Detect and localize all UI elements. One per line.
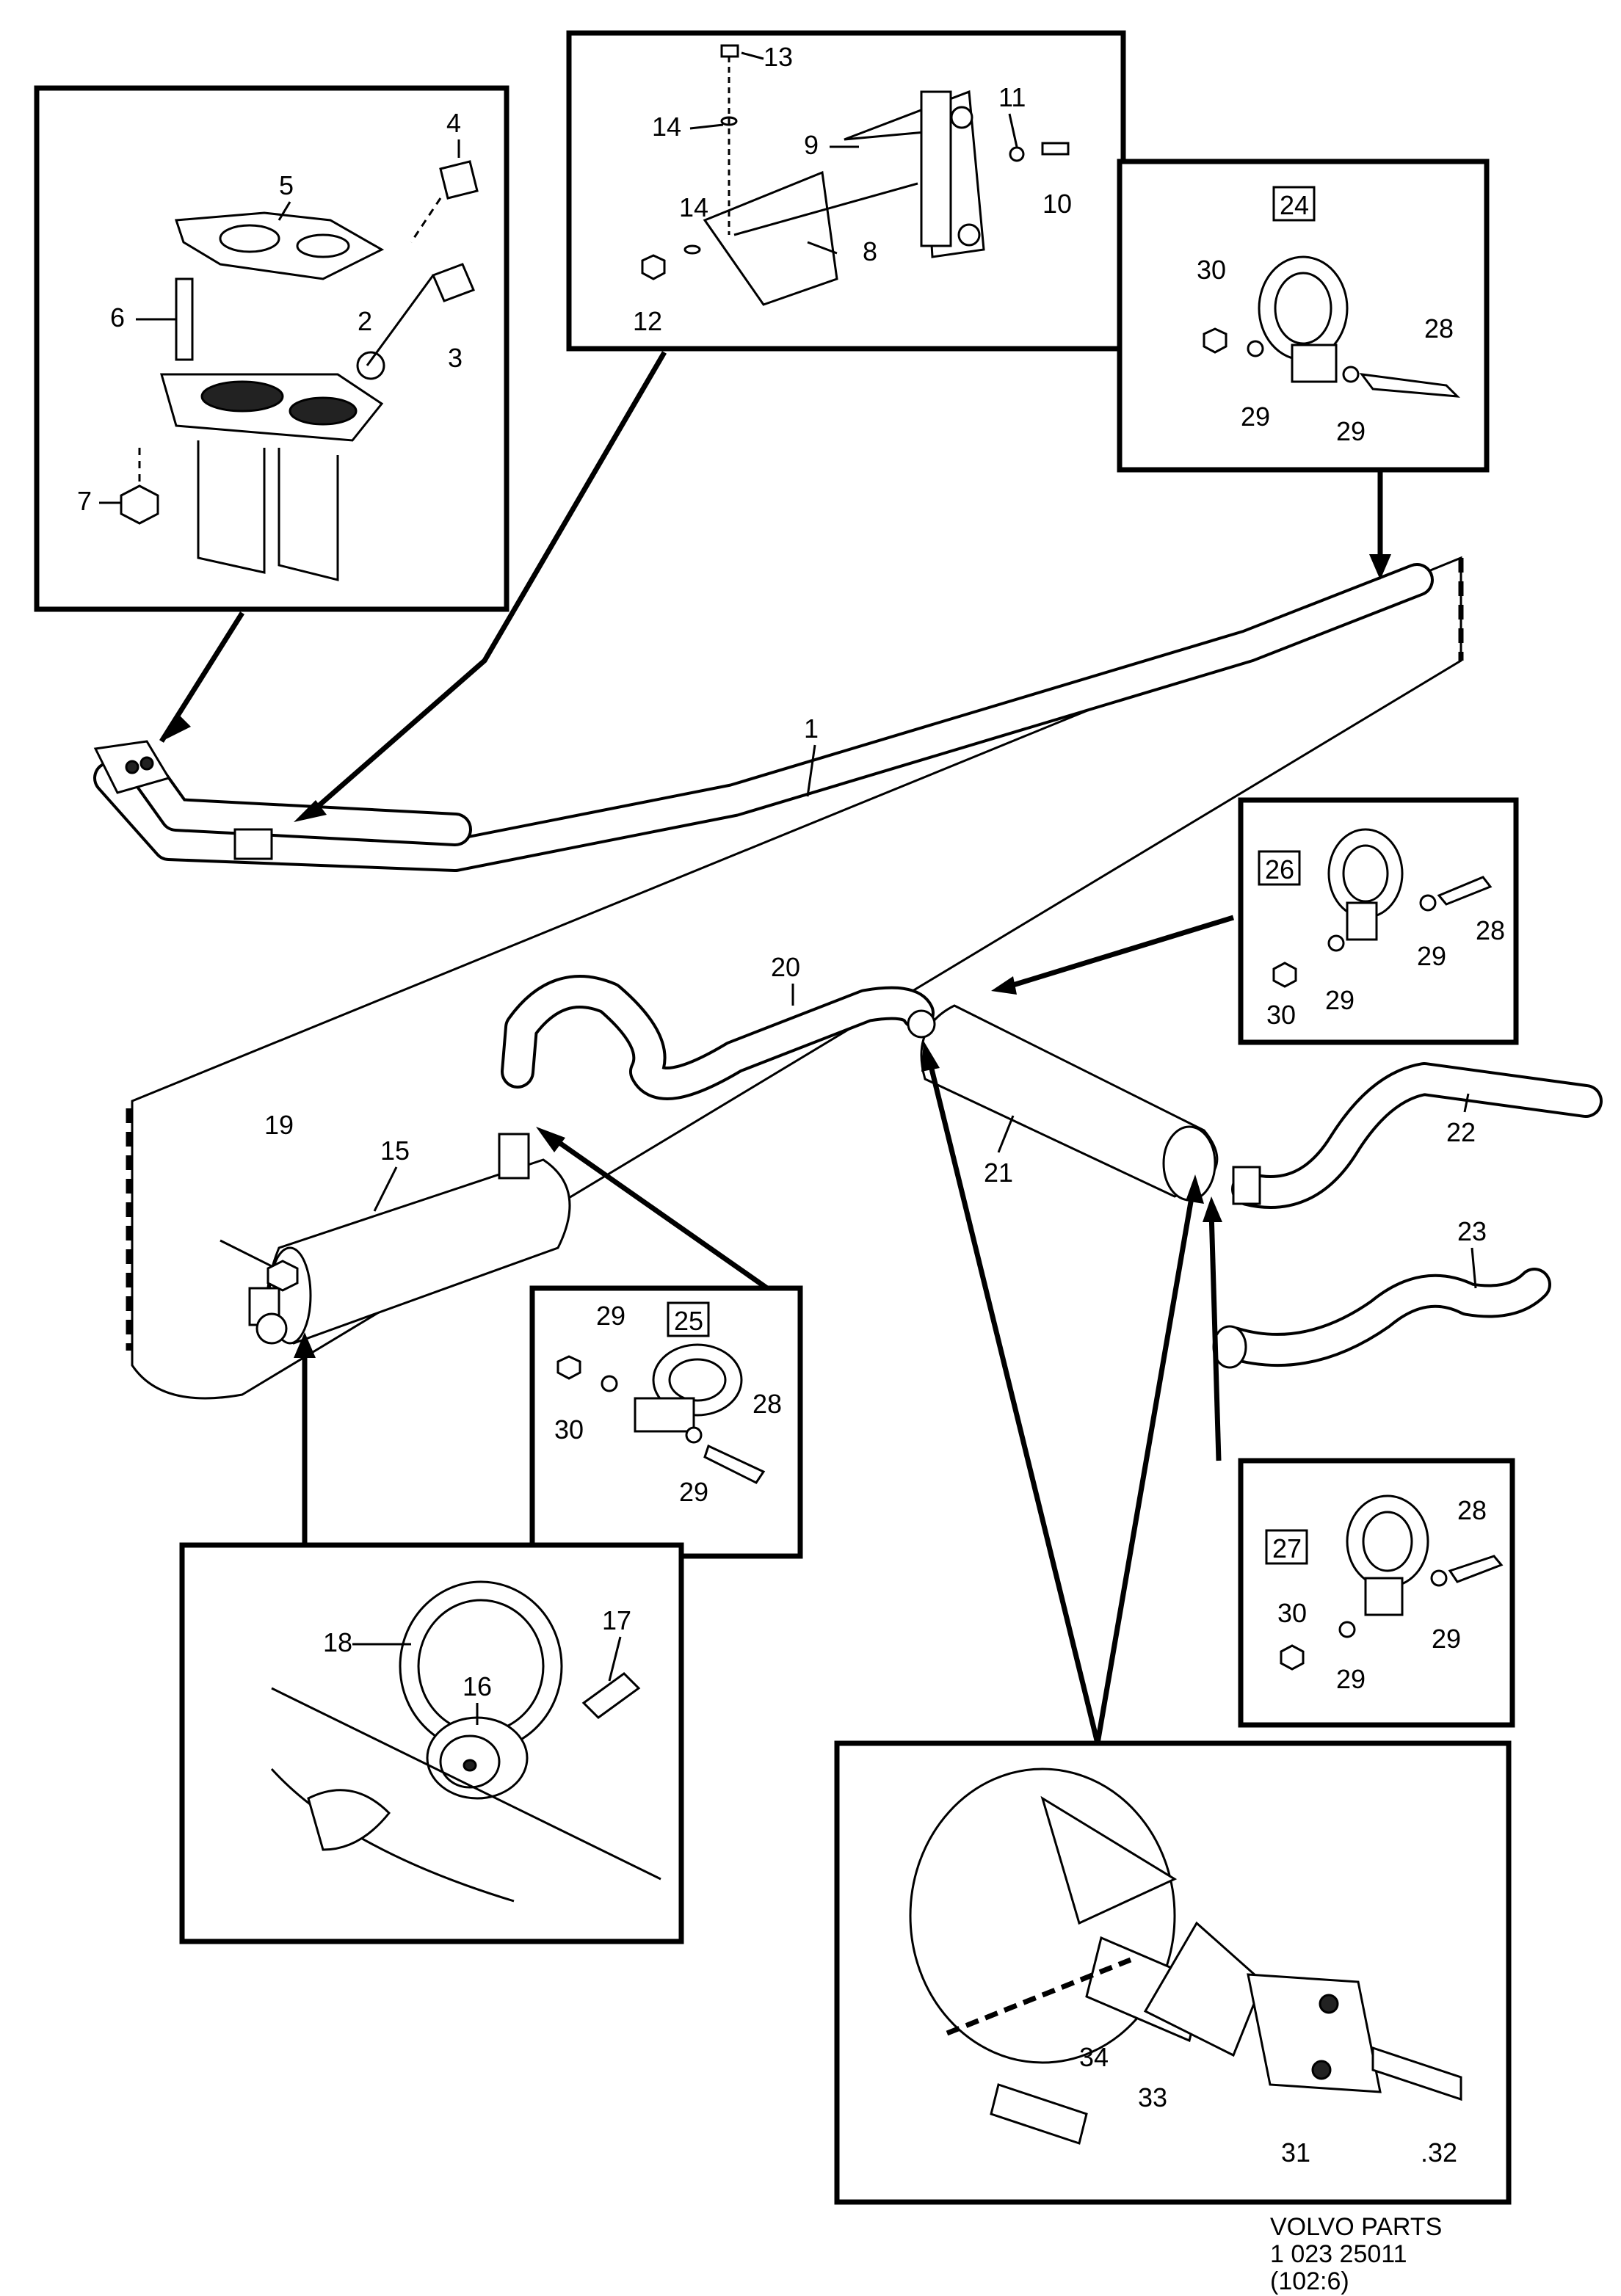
callout-9: 9 bbox=[804, 130, 819, 160]
callout-28d: 28 bbox=[1457, 1495, 1487, 1525]
leader-arrows bbox=[159, 351, 1391, 1744]
callout-28b: 28 bbox=[1476, 915, 1505, 945]
callout-11: 11 bbox=[998, 82, 1026, 112]
callout-30d: 30 bbox=[1277, 1598, 1307, 1628]
callout-5: 5 bbox=[279, 170, 294, 200]
callout-30a: 30 bbox=[1197, 255, 1226, 285]
callout-27: 27 bbox=[1272, 1533, 1302, 1563]
inset-bracket bbox=[566, 30, 1126, 352]
callout-31: 31 bbox=[1281, 2137, 1310, 2168]
callout-6: 6 bbox=[110, 302, 125, 333]
callout-32: .32 bbox=[1421, 2137, 1457, 2168]
callout-30c: 30 bbox=[554, 1414, 584, 1445]
callout-29h: 29 bbox=[1336, 1664, 1366, 1694]
callout-34: 34 bbox=[1079, 2042, 1109, 2072]
callout-29d: 29 bbox=[1325, 985, 1355, 1015]
inset-manifold bbox=[34, 85, 509, 612]
callout-7: 7 bbox=[77, 486, 92, 516]
front-pipe-assembly bbox=[93, 556, 1464, 1400]
callout-28a: 28 bbox=[1424, 313, 1454, 344]
callout-29c: 29 bbox=[1417, 941, 1446, 971]
callout-16: 16 bbox=[463, 1671, 492, 1701]
part-callouts: 1 2 3 4 5 6 7 8 9 10 11 12 13 14 14 15 1… bbox=[77, 42, 1505, 2168]
callout-26: 26 bbox=[1265, 854, 1294, 884]
callout-23: 23 bbox=[1457, 1216, 1487, 1246]
callout-22: 22 bbox=[1446, 1117, 1476, 1147]
callout-28c: 28 bbox=[753, 1389, 782, 1419]
callout-15: 15 bbox=[380, 1136, 410, 1166]
callout-29g: 29 bbox=[1432, 1624, 1461, 1654]
inset-rubber-mount bbox=[179, 1542, 684, 1944]
callout-18: 18 bbox=[323, 1627, 352, 1657]
callout-20: 20 bbox=[771, 952, 800, 982]
tail-pipe-alt bbox=[1212, 1268, 1551, 1369]
inset-clamp-27 bbox=[1238, 1458, 1515, 1728]
callout-33: 33 bbox=[1138, 2082, 1167, 2112]
callout-30b: 30 bbox=[1266, 1000, 1296, 1030]
callout-25: 25 bbox=[674, 1306, 703, 1336]
callout-2: 2 bbox=[358, 306, 372, 336]
callout-10: 10 bbox=[1042, 189, 1072, 219]
callout-21: 21 bbox=[984, 1158, 1013, 1188]
callout-4: 4 bbox=[446, 108, 461, 138]
callout-29a: 29 bbox=[1241, 402, 1270, 432]
inset-hanger bbox=[834, 1740, 1512, 2205]
credit-line-2: 1 023 25011 bbox=[1270, 2240, 1407, 2268]
callout-14a: 14 bbox=[652, 112, 681, 142]
callout-17: 17 bbox=[602, 1605, 631, 1635]
credit-line-1: VOLVO PARTS bbox=[1270, 2213, 1442, 2241]
callout-29e: 29 bbox=[596, 1301, 625, 1331]
middle-silencer bbox=[907, 1004, 1219, 1202]
callout-8: 8 bbox=[863, 236, 877, 266]
callout-29b: 29 bbox=[1336, 416, 1366, 446]
callout-29f: 29 bbox=[679, 1477, 708, 1507]
inset-clamp-25 bbox=[529, 1285, 803, 1559]
callout-leaders bbox=[99, 51, 1477, 1725]
intermediate-pipe bbox=[501, 975, 935, 1100]
callout-19: 19 bbox=[264, 1110, 294, 1140]
callout-3: 3 bbox=[448, 343, 463, 373]
callout-13: 13 bbox=[764, 42, 793, 72]
inset-clamp-26 bbox=[1238, 797, 1519, 1045]
credit-block: VOLVO PARTS 1 023 25011 (102:6) bbox=[1270, 2213, 1442, 2295]
tail-pipe bbox=[1231, 1062, 1603, 1209]
callout-1: 1 bbox=[804, 713, 819, 744]
callout-14b: 14 bbox=[679, 192, 708, 222]
callout-12: 12 bbox=[633, 306, 662, 336]
inset-clamp-24 bbox=[1117, 159, 1490, 473]
credit-line-3: (102:6) bbox=[1270, 2267, 1349, 2295]
callout-24: 24 bbox=[1280, 190, 1309, 220]
nut-19 bbox=[266, 1260, 299, 1292]
